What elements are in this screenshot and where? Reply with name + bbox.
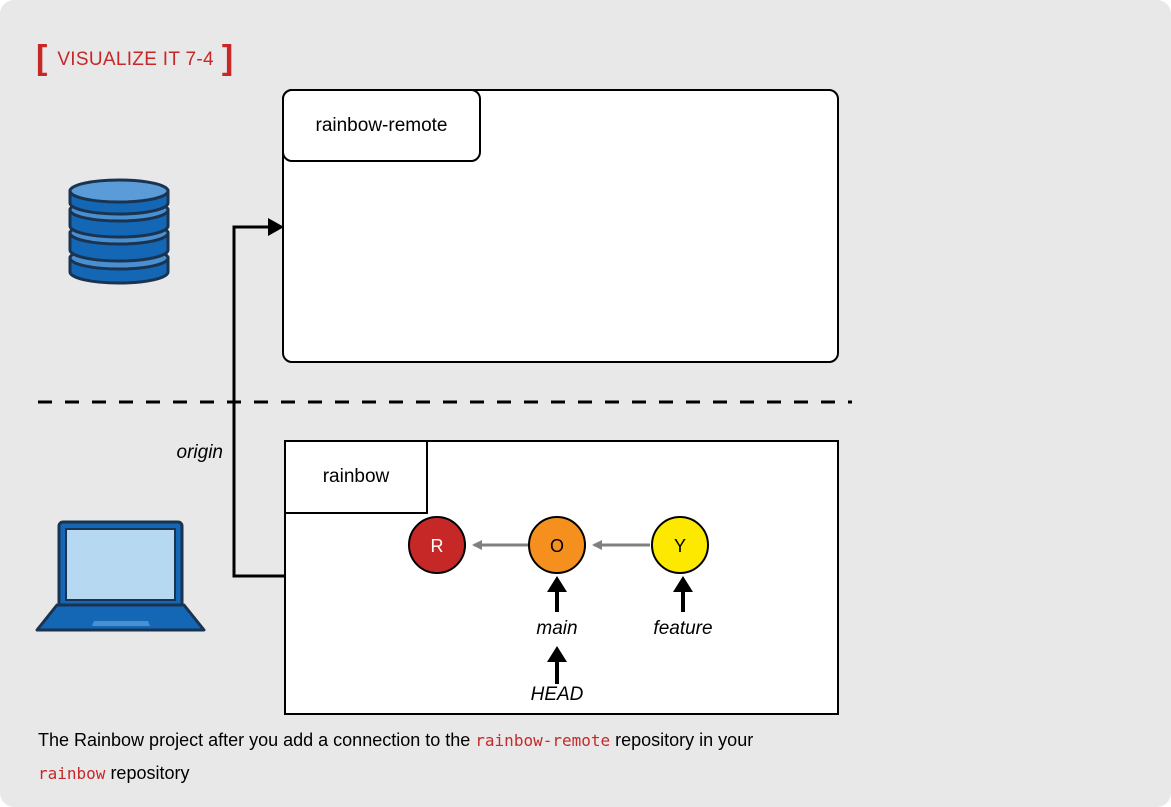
figure-heading: [ VISUALIZE IT 7-4 ] [36,38,233,78]
remote-repo-box: rainbow-remote [282,89,839,363]
caption-text-1: The Rainbow project after you add a conn… [38,730,476,750]
local-repo-name: rainbow [284,440,428,514]
origin-connection-arrow [232,218,284,578]
remote-repo-name: rainbow-remote [282,89,481,162]
feature-pointer-arrow [673,576,693,612]
head-pointer-arrow [547,646,567,684]
commit-o: O [528,516,586,574]
bracket-right: ] [221,39,234,77]
heading-text: VISUALIZE IT 7-4 [57,48,214,70]
figure-caption: The Rainbow project after you add a conn… [38,724,1038,790]
commit-r: R [408,516,466,574]
database-icon [68,178,170,285]
caption-text-2: repository in your [610,730,754,750]
caption-code-remote: rainbow-remote [475,731,611,750]
local-repo-box: rainbow [284,440,839,715]
head-label: HEAD [531,684,584,705]
main-pointer-arrow [547,576,567,612]
branch-feature-label: feature [653,618,712,639]
commit-y: Y [651,516,709,574]
commit-r-label: R [431,536,444,556]
commit-y-label: Y [674,536,686,556]
caption-text-3: repository [105,763,190,783]
bracket-left: [ [36,39,48,77]
origin-label: origin [177,442,223,463]
branch-main-label: main [536,618,577,639]
caption-code-local: rainbow [38,764,106,783]
commit-o-label: O [550,536,564,556]
laptop-icon [35,520,206,632]
